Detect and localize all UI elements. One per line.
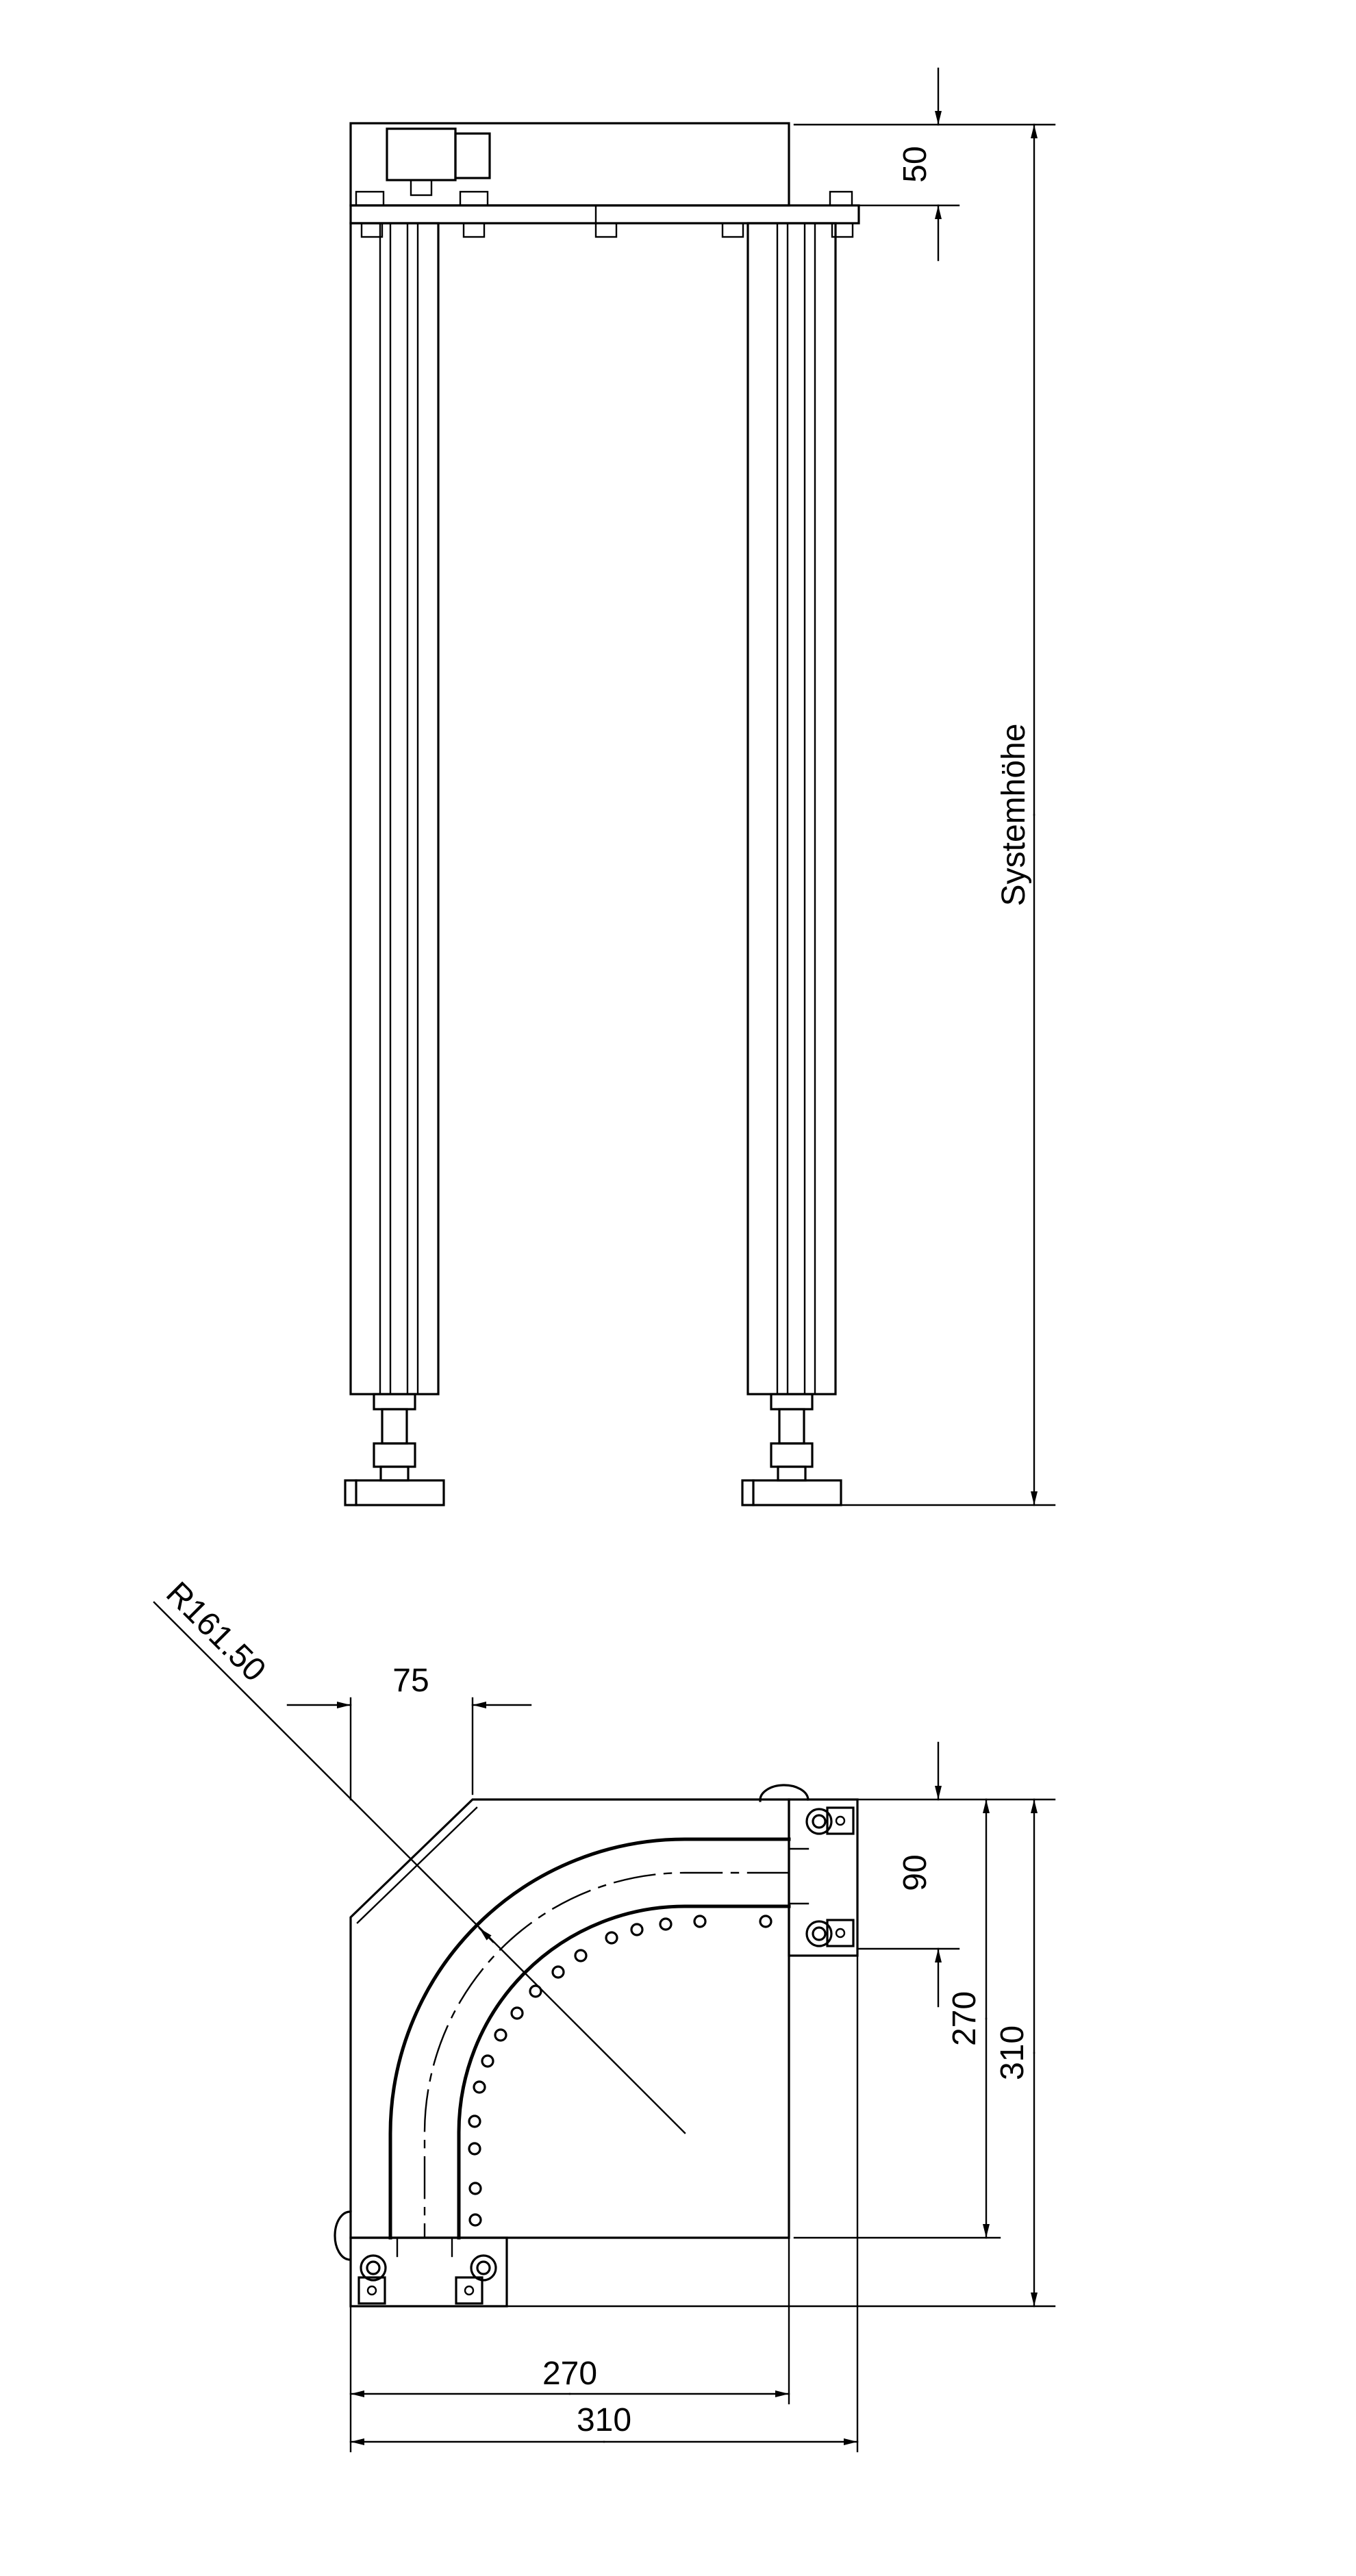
curve-housing [349,1798,790,2239]
dim-310-horizontal: 310 [349,1954,859,2453]
bolt [459,190,489,207]
dim-310-v-label: 310 [994,2025,1031,2080]
dim-90: 90 [856,1741,1056,2008]
bolt [829,190,853,207]
left-leg [344,222,445,1506]
motor-cover [454,132,491,179]
bolt [360,222,384,238]
dim-50-label: 50 [897,146,933,182]
dim-270-vertical: 270 [793,1798,1001,2239]
bolt [594,222,618,238]
hole-pattern [468,1915,773,2227]
dim-310-vertical: 310 [505,1798,1056,2308]
mount-plate [349,204,860,225]
radius-label: R161.50 [159,1575,273,1689]
dim-75-label: 75 [392,1663,429,1699]
radius-dimension: R161.50 [153,1575,686,2134]
dim-270-horizontal: 270 [349,2236,790,2453]
bolt [831,222,854,238]
bolt [355,190,385,207]
dim-90-label: 90 [897,1854,933,1891]
top-view: R161.50 75 90 270 [153,1575,1056,2453]
end-block-right [759,1784,859,1957]
dim-75: 75 [286,1663,532,1801]
right-leg [741,222,842,1506]
motor-box [386,127,457,181]
dim-system-height: Systemhöhe [793,123,1056,1506]
bolt [721,222,744,238]
motor-shaft [410,179,433,197]
front-view: 50 Systemhöhe [344,67,1056,1506]
dim-270-h-label: 270 [542,2356,597,2392]
dim-50: 50 [793,67,1056,262]
top-frame [349,122,790,207]
bolt [462,222,486,238]
dim-270-v-label: 270 [946,1991,983,2046]
end-block-bottom [334,2210,508,2308]
system-height-label: Systemhöhe [996,724,1032,907]
dim-310-h-label: 310 [577,2402,631,2438]
